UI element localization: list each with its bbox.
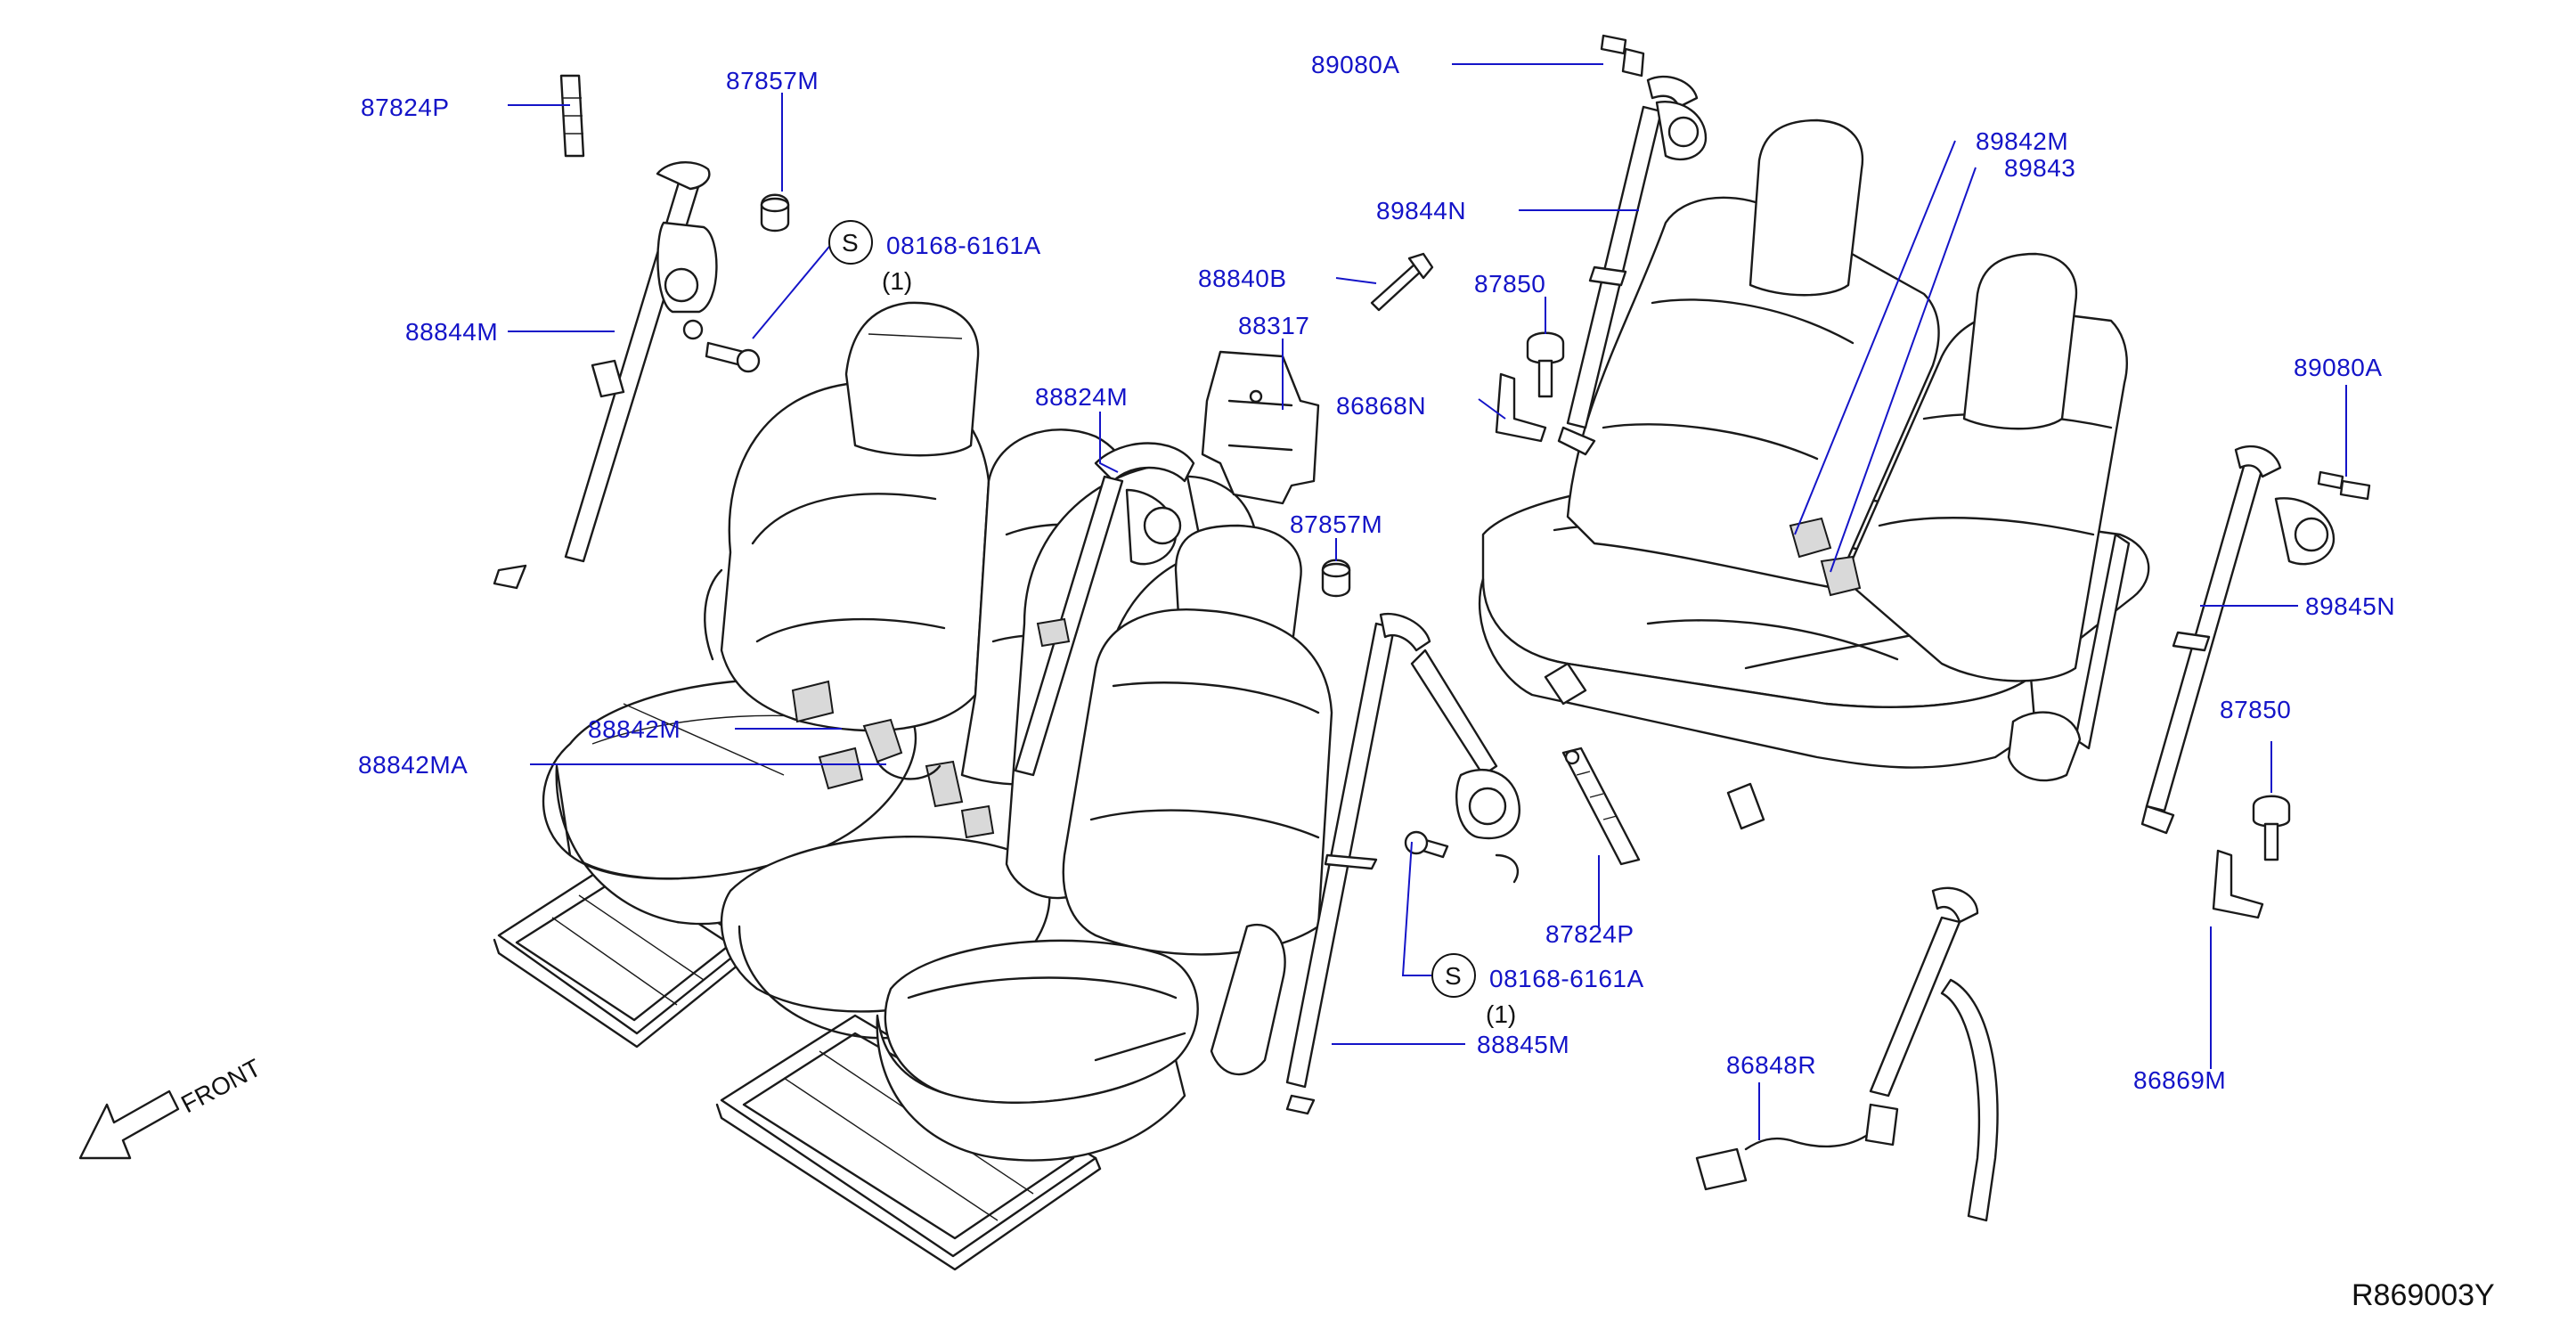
callout-88842M: 88842M bbox=[588, 715, 681, 743]
callout-88842MA: 88842MA bbox=[358, 751, 468, 779]
third-row-bench bbox=[1478, 118, 2150, 830]
callout-89080A-right: 89080A bbox=[2294, 354, 2383, 381]
nut-87857M-mid bbox=[1321, 559, 1351, 598]
callout-88317: 88317 bbox=[1238, 312, 1309, 339]
bolt-87850-and-bracket-86869M bbox=[2212, 795, 2291, 919]
callout-87824P-top: 87824P bbox=[361, 94, 450, 121]
callout-87857M-top: 87857M bbox=[726, 67, 819, 94]
belt-86848R bbox=[1695, 886, 1999, 1222]
callout-89844N: 89844N bbox=[1376, 197, 1466, 224]
callout-87824P-mid: 87824P bbox=[1545, 920, 1634, 948]
hardware-top-left bbox=[682, 193, 790, 373]
callout-88844M: 88844M bbox=[405, 318, 498, 346]
callout-87850-mid: 87850 bbox=[1474, 270, 1545, 298]
leader-lines bbox=[508, 63, 2347, 1140]
callout-86848R: 86848R bbox=[1726, 1051, 1816, 1079]
belt-89844N bbox=[1557, 34, 1708, 456]
callout-86869M: 86869M bbox=[2133, 1066, 2226, 1094]
bolt-87850-and-bracket-86868N bbox=[1495, 331, 1565, 443]
quantity-top: (1) bbox=[882, 267, 912, 295]
s-symbol-circle-top bbox=[828, 220, 873, 265]
callout-88824M: 88824M bbox=[1035, 383, 1128, 411]
callout-87857M-mid: 87857M bbox=[1290, 510, 1382, 538]
bracket-88317 bbox=[1201, 350, 1320, 505]
front-label: FRONT bbox=[176, 1054, 265, 1119]
belt-88845M bbox=[1285, 612, 1520, 1115]
s-symbol-circle-mid bbox=[1431, 953, 1476, 998]
callout-89843: 89843 bbox=[2004, 154, 2075, 182]
callout-08168-6161A-top: 08168-6161A bbox=[886, 232, 1041, 259]
s-symbol-mid: S bbox=[1445, 962, 1462, 990]
callout-89842M: 89842M bbox=[1976, 127, 2068, 155]
quantity-mid: (1) bbox=[1486, 1000, 1516, 1028]
second-row-seat-left bbox=[493, 301, 1140, 1271]
adjuster-87824P-mid bbox=[1561, 747, 1641, 866]
callout-88845M: 88845M bbox=[1477, 1031, 1569, 1058]
callout-labels: 87824P 87857M S 08168-6161A (1) 88844M 8… bbox=[176, 51, 2494, 1312]
callout-87850-right: 87850 bbox=[2220, 696, 2291, 723]
bolt-88840B bbox=[1370, 252, 1434, 312]
belt-88824M bbox=[960, 442, 1195, 839]
callout-86868N: 86868N bbox=[1336, 392, 1426, 420]
belt-88844M bbox=[493, 74, 718, 590]
drawing-number: R869003Y bbox=[2352, 1278, 2495, 1312]
callout-08168-6161A-mid: 08168-6161A bbox=[1489, 965, 1644, 992]
callout-88840B: 88840B bbox=[1198, 265, 1287, 292]
belt-89845N bbox=[2140, 445, 2371, 835]
callout-89080A-top: 89080A bbox=[1311, 51, 1400, 78]
callout-89845N: 89845N bbox=[2305, 592, 2395, 620]
s-symbol-top: S bbox=[842, 229, 859, 257]
front-direction-arrow bbox=[78, 1089, 180, 1160]
